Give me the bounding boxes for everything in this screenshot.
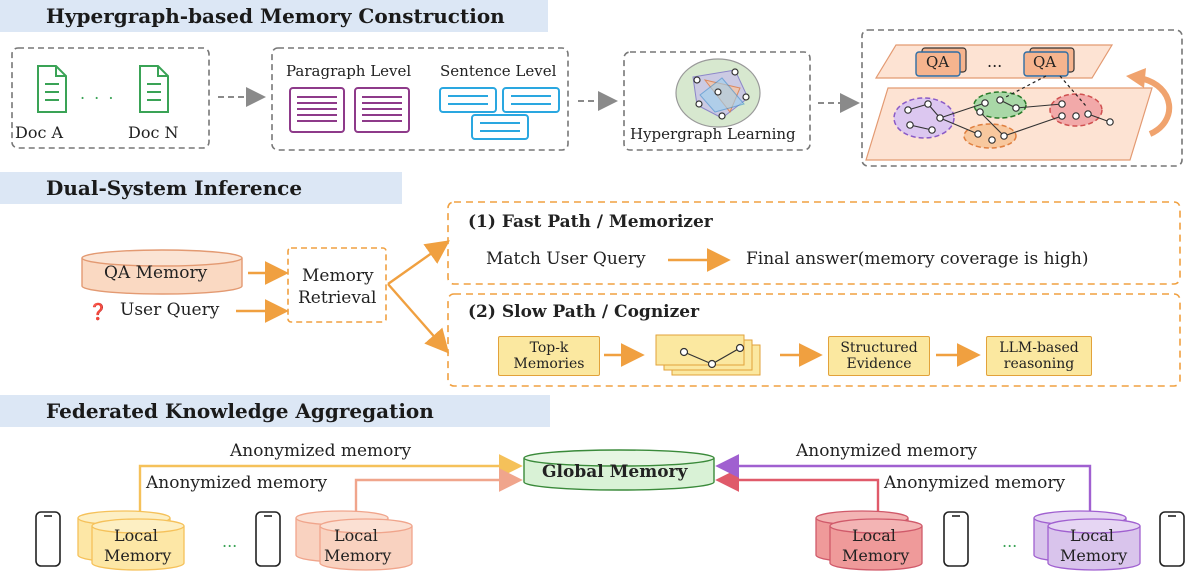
anon-label-2: Anonymized memory — [146, 473, 328, 493]
local-memory-1-label-a: Local — [114, 526, 158, 545]
arrow-retrieval-to-slow — [387, 283, 450, 354]
qa-memory-cylinder — [81, 249, 243, 295]
question-icon: ❓ — [88, 302, 108, 321]
arrow-local2-to-global — [354, 468, 523, 512]
docs-box — [11, 47, 210, 149]
hypergraph-icon — [675, 58, 761, 128]
refresh-arrow-icon — [1139, 75, 1173, 137]
arrow-local1-to-global — [138, 454, 523, 512]
local-memory-4 — [1033, 510, 1141, 571]
local-memory-3-label-b: Memory — [842, 546, 910, 565]
topk-label-1: Top-k — [529, 340, 569, 356]
llm-label-2: reasoning — [1003, 356, 1075, 372]
local-memory-1-label-b: Memory — [104, 546, 172, 565]
memory-retrieval-label-1: Memory — [302, 266, 374, 286]
match-query-label: Match User Query — [486, 249, 646, 269]
local-memory-2 — [295, 510, 413, 571]
anon-label-3: Anonymized memory — [796, 441, 978, 461]
local-memory-3 — [815, 510, 923, 571]
topk-memories-box: Top-k Memories — [498, 336, 600, 376]
qa-card-right — [1023, 47, 1075, 77]
user-query-label: User Query — [120, 300, 220, 320]
doc-n-icon — [139, 65, 169, 113]
local-memory-1 — [77, 510, 185, 571]
paragraph-level-label: Paragraph Level — [286, 62, 412, 80]
hypergraph-learning-label: Hypergraph Learning — [630, 125, 796, 143]
section-bar-construction — [0, 0, 548, 32]
llm-reasoning-box: LLM-based reasoning — [986, 336, 1092, 376]
qa-links — [1003, 75, 1087, 107]
section-title-construction: Hypergraph-based Memory Construction — [46, 4, 505, 28]
structured-label-2: Evidence — [846, 356, 912, 372]
slow-path-title: (2) Slow Path / Cognizer — [468, 302, 700, 322]
doc-a-label: Doc A — [15, 123, 64, 142]
hypergraph-box — [623, 51, 811, 151]
doc-ellipsis: . . . — [80, 84, 116, 103]
arrow-local3-to-global — [715, 468, 880, 512]
qa-card-left — [915, 47, 967, 77]
paragraph-icon — [289, 87, 410, 133]
global-memory-label: Global Memory — [542, 462, 688, 482]
fast-path-box — [447, 201, 1181, 285]
sentence-level-label: Sentence Level — [440, 62, 557, 80]
slow-path-box — [447, 293, 1181, 387]
local-ellipsis-left: ... — [222, 532, 238, 551]
memory-graph-box — [861, 29, 1183, 167]
arrow-local4-to-global — [715, 454, 1092, 512]
fast-path-title: (1) Fast Path / Memorizer — [468, 212, 713, 232]
section-bar-inference — [0, 172, 402, 204]
memory-retrieval-box — [287, 247, 387, 323]
structured-label-1: Structured — [840, 340, 918, 356]
llm-label-1: LLM-based — [999, 340, 1079, 356]
local-memory-3-label-a: Local — [852, 526, 896, 545]
memory-retrieval-label-2: Retrieval — [298, 288, 377, 308]
anon-label-1: Anonymized memory — [230, 441, 412, 461]
local-memory-2-label-a: Local — [334, 526, 378, 545]
local-ellipsis-right: ... — [1002, 532, 1018, 551]
global-memory-cylinder — [523, 449, 715, 491]
local-memory-4-label-a: Local — [1070, 526, 1114, 545]
memory-nodes — [904, 96, 1114, 144]
doc-n-label: Doc N — [128, 123, 179, 142]
section-title-aggregation: Federated Knowledge Aggregation — [46, 399, 434, 423]
anon-label-4: Anonymized memory — [884, 473, 1066, 493]
sentence-icon — [439, 87, 560, 140]
local-memory-2-label-b: Memory — [324, 546, 392, 565]
section-bar-aggregation — [0, 395, 550, 427]
final-answer-label: Final answer(memory coverage is high) — [746, 249, 1089, 269]
qa-right-label: QA — [1033, 53, 1057, 71]
doc-a-icon — [37, 65, 67, 113]
arrow-retrieval-to-fast — [387, 240, 450, 285]
qa-memory-label: QA Memory — [104, 263, 208, 283]
phone-icon — [35, 511, 1185, 567]
memory-stack-icon — [655, 334, 761, 376]
qa-left-label: QA — [926, 53, 950, 71]
section-title-inference: Dual-System Inference — [46, 176, 303, 200]
topk-label-2: Memories — [513, 356, 585, 372]
qa-ellipsis: ... — [987, 52, 1003, 71]
local-memory-4-label-b: Memory — [1060, 546, 1128, 565]
levels-box — [271, 47, 569, 151]
structured-evidence-box: Structured Evidence — [828, 336, 930, 376]
